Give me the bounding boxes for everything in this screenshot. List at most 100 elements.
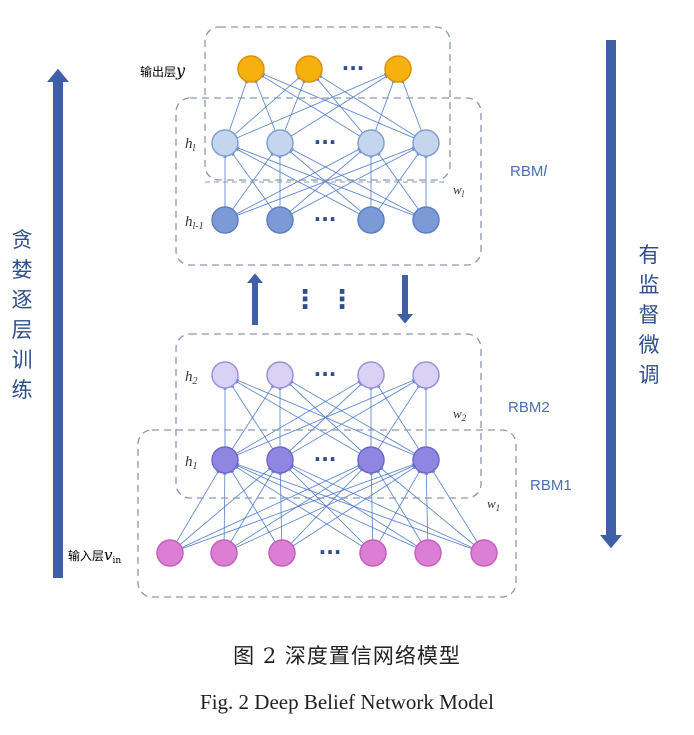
h2-node-0 — [211, 361, 239, 389]
hl-node-0 — [211, 129, 239, 157]
input-node-4 — [414, 539, 442, 567]
edge-hl-output — [375, 79, 395, 131]
label-w2-main: w — [453, 406, 462, 421]
edge-input-h1 — [235, 464, 416, 548]
right-label-char-1: 监 — [639, 273, 660, 297]
label-hl-sub: l — [193, 143, 196, 154]
label-input-sub: in — [113, 556, 122, 566]
edge-input-h1 — [376, 469, 422, 543]
label-hl-main: h — [185, 136, 193, 152]
input-ellipsis: ··· — [319, 540, 342, 564]
mid-up-arrow-head — [247, 273, 263, 283]
h1-node-2 — [357, 446, 385, 474]
input-node-2 — [268, 539, 296, 567]
label-w2-sub: 2 — [462, 413, 467, 423]
label-hl1-sub: l-1 — [193, 221, 204, 232]
h1-node-0 — [211, 446, 239, 474]
label-h2: h2 — [185, 369, 198, 387]
right-label-char-3: 微 — [639, 333, 660, 357]
left-label-char-1: 婪 — [12, 258, 33, 282]
hl-node-1 — [266, 129, 294, 157]
edge-input-h1 — [290, 464, 473, 549]
edge-input-h1 — [379, 467, 475, 546]
edge-input-h1 — [223, 471, 227, 541]
edge-h1-h2 — [235, 379, 415, 456]
input-node-1 — [210, 539, 238, 567]
edge-hl-output — [228, 79, 248, 131]
left-label-char-4: 训 — [12, 348, 33, 372]
label-h2-main: h — [185, 369, 193, 385]
label-wl: wl — [453, 182, 465, 199]
label-output-prefix: 输出层 — [140, 64, 176, 79]
label-h1: h1 — [185, 454, 198, 472]
edge-h1-h2 — [377, 384, 420, 450]
h1-ellipsis: ··· — [314, 447, 337, 471]
label-input: 输入层vin — [68, 546, 121, 566]
rbm-boxes — [137, 26, 517, 598]
edge-input-h1 — [181, 464, 361, 548]
h2-node-3 — [412, 361, 440, 389]
hl-node-3 — [412, 129, 440, 157]
hl1-node-1 — [266, 206, 294, 234]
rbm1-box — [137, 429, 517, 598]
left-label-char-0: 贪 — [12, 228, 33, 252]
left-label-char-2: 逐 — [12, 288, 33, 312]
label-output-var: y — [175, 61, 186, 80]
input-node-3 — [359, 539, 387, 567]
label-hl1: hl-1 — [185, 214, 204, 232]
label-h1-sub: 1 — [193, 461, 198, 472]
diagram-labels: ⋮⋮hlhl-1h2h1输出层y输入层vinRBMlRBM2RBM1wlw2w1… — [12, 61, 660, 566]
hl1-node-0 — [211, 206, 239, 234]
edge-input-h1 — [369, 471, 374, 541]
h2-node-1 — [266, 361, 294, 389]
edge-input-h1 — [230, 469, 275, 543]
label-rbm2: RBM2 — [508, 399, 550, 416]
network-nodes: ··· ··· ··· ··· ··· ··· — [156, 55, 498, 567]
h2-ellipsis: ··· — [314, 362, 337, 386]
label-w1-sub: 1 — [496, 503, 501, 513]
edge-h1-h2 — [231, 384, 274, 450]
left-label-char-3: 层 — [12, 318, 33, 342]
vertical-ellipsis-0: ⋮ — [292, 285, 318, 315]
right-label-char-2: 督 — [639, 303, 660, 327]
edge-hl-output — [234, 76, 301, 135]
output-node-2 — [384, 55, 412, 83]
edge-h1-h2 — [234, 380, 360, 454]
rbm-l-output-box — [204, 26, 451, 181]
direction-arrows — [47, 40, 622, 578]
edge-hl-output — [401, 79, 422, 132]
label-w1-main: w — [487, 496, 496, 511]
edge-h1-h2 — [289, 380, 415, 454]
edge-input-h1 — [234, 465, 362, 547]
output-ellipsis: ··· — [342, 56, 365, 80]
figure-caption-chinese: 图 2 深度置信网络模型 — [233, 644, 461, 668]
label-rbm-l: RBMl — [510, 163, 547, 180]
rbm2-box — [175, 333, 482, 499]
label-h1-main: h — [185, 454, 193, 470]
label-wl-sub: l — [462, 189, 465, 199]
hl-ellipsis: ··· — [314, 130, 337, 154]
label-wl-main: w — [453, 182, 462, 197]
input-node-0 — [156, 539, 184, 567]
hl1-node-2 — [357, 206, 385, 234]
hl1-ellipsis: ··· — [314, 207, 337, 231]
edge-hl-output — [261, 73, 415, 139]
connection-edges — [176, 73, 478, 550]
label-rbm-l-italic: l — [543, 163, 547, 180]
dbn-diagram: ·················· ⋮⋮hlhl-1h2h1输出层y输入层vi… — [12, 26, 660, 598]
label-hl: hl — [185, 136, 196, 154]
edge-input-h1 — [235, 464, 417, 548]
right-label-char-4: 调 — [639, 363, 660, 387]
edge-hl-output — [260, 74, 361, 137]
hl-node-2 — [357, 129, 385, 157]
edge-hl-output — [318, 74, 416, 137]
hl1-node-3 — [412, 206, 440, 234]
rbm-l-box — [175, 97, 482, 266]
h1-node-1 — [266, 446, 294, 474]
h1-node-3 — [412, 446, 440, 474]
edge-input-h1 — [179, 467, 272, 545]
label-hl1-main: h — [185, 214, 193, 230]
vertical-ellipsis-1: ⋮ — [329, 285, 355, 315]
edge-hl-output — [284, 79, 306, 132]
edge-hl-output — [254, 79, 276, 132]
